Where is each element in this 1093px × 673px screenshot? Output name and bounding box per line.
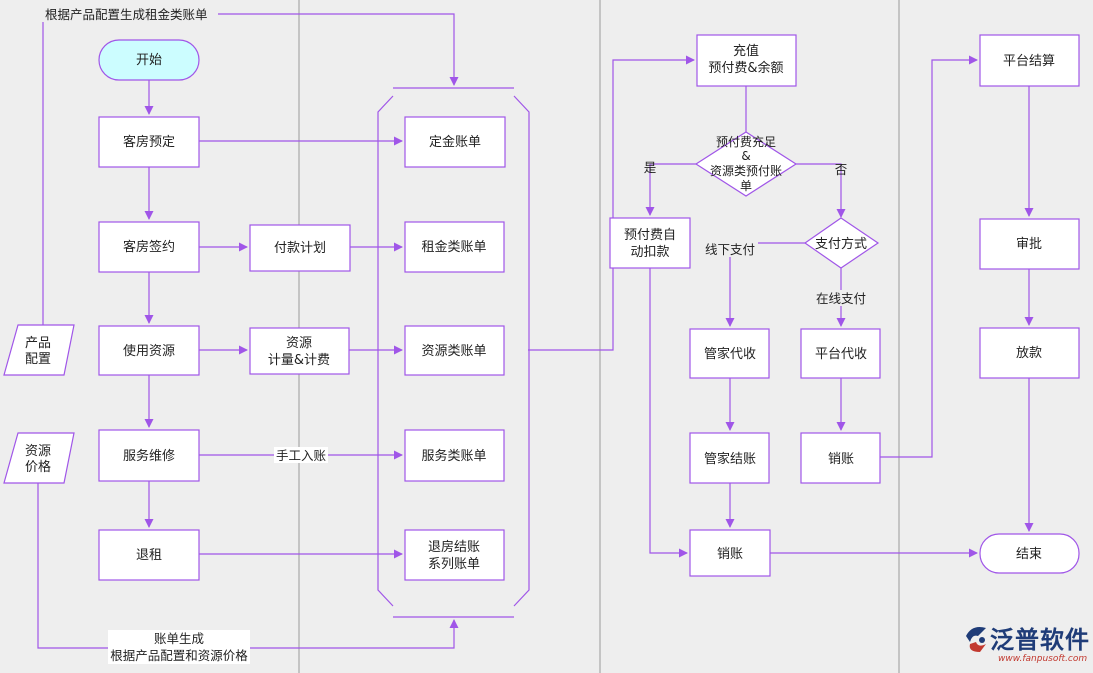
edge-yes xyxy=(645,163,696,216)
payment-plan-label: 付款计划 xyxy=(274,241,326,256)
label-bottom-line2: 根据产品配置和资源价格 xyxy=(110,648,248,663)
release-label: 放款 xyxy=(1016,346,1042,361)
recharge-label-2: 预付费&余额 xyxy=(708,60,783,76)
resource-price-label-2: 价格 xyxy=(25,459,51,475)
start-node xyxy=(98,39,200,81)
rent-bill-node xyxy=(404,221,505,273)
bill-container xyxy=(377,87,530,618)
edge-writeoff-platform-settle xyxy=(880,55,978,458)
recharge-node xyxy=(696,34,797,87)
edge-product-config-top xyxy=(42,13,459,325)
prepay-decision-label-3: 资源类预付账 xyxy=(710,164,782,178)
platform-settle-node xyxy=(979,34,1080,87)
product-config-label-2: 配置 xyxy=(25,352,51,367)
prepay-decision-label-1: 预付费充足 xyxy=(716,134,776,149)
payment-method-node xyxy=(803,217,880,269)
prepay-decision-node xyxy=(694,131,798,197)
label-top-rent: 根据产品配置生成租金类账单 xyxy=(45,7,208,22)
logo: 泛普软件 www.fanpusoft.com xyxy=(966,626,1090,664)
deposit-bill-node xyxy=(404,116,506,168)
edge-labels: 根据产品配置生成租金类账单 手工入账 账单生成 根据产品配置和资源价格 是 否 … xyxy=(42,5,869,664)
rent-bill-label: 租金类账单 xyxy=(421,239,486,255)
logo-name: 泛普软件 xyxy=(990,626,1090,654)
platform-settle-label: 平台结算 xyxy=(1003,54,1055,69)
payment-method-label: 支付方式 xyxy=(815,236,867,252)
service-repair-node xyxy=(98,429,200,482)
auto-deduct-label-2: 动扣款 xyxy=(630,245,669,260)
edge-bills-recharge xyxy=(528,55,695,351)
prepay-decision-label-4: 单 xyxy=(740,179,752,193)
label-online: 在线支付 xyxy=(816,291,866,306)
checkout-label: 退租 xyxy=(136,548,162,563)
resource-price-label-1: 资源 xyxy=(25,444,51,459)
steward-settle-label: 管家结账 xyxy=(704,451,756,467)
steward-settle-node xyxy=(689,432,770,484)
checkout-node xyxy=(98,529,200,581)
writeoff-platform-node xyxy=(800,432,881,484)
writeoff-main-label: 销账 xyxy=(717,547,743,562)
platform-collect-label: 平台代收 xyxy=(815,347,867,362)
product-config-label-1: 产品 xyxy=(25,336,51,351)
checkout-bill-label-2: 系列账单 xyxy=(428,557,480,572)
payment-plan-node xyxy=(249,224,351,272)
node-labels: 开始 客房预定 客房签约 使用资源 服务维修 退租 付款计划 资源 计量&计费 … xyxy=(25,43,1055,572)
approve-label: 审批 xyxy=(1016,237,1042,252)
checkout-bill-label-1: 退房结账 xyxy=(428,539,480,555)
checkout-bill-node xyxy=(404,529,505,581)
writeoff-main-node xyxy=(689,529,771,577)
end-node xyxy=(979,533,1080,574)
release-node xyxy=(979,327,1080,379)
use-resource-node xyxy=(98,325,200,376)
prepay-decision-label-2: & xyxy=(741,149,750,163)
signing-label: 客房签约 xyxy=(123,239,175,255)
service-bill-label: 服务类账单 xyxy=(421,448,486,464)
label-yes: 是 xyxy=(644,160,657,175)
resource-bill-label: 资源类账单 xyxy=(421,344,486,359)
resource-price-node xyxy=(3,432,75,484)
steward-collect-node xyxy=(689,328,770,379)
steward-collect-label: 管家代收 xyxy=(704,346,756,362)
resource-calc-label-1: 资源 xyxy=(286,336,312,351)
resource-bill-node xyxy=(404,325,505,376)
logo-url: www.fanpusoft.com xyxy=(998,654,1087,664)
auto-deduct-label-1: 预付费自 xyxy=(624,228,676,243)
service-bill-node xyxy=(404,429,505,482)
end-label: 结束 xyxy=(1016,547,1042,562)
service-repair-label: 服务维修 xyxy=(123,448,175,464)
approve-node xyxy=(979,218,1080,270)
deposit-bill-label: 定金账单 xyxy=(429,134,481,150)
label-offline: 线下支付 xyxy=(705,242,755,257)
booking-label: 客房预定 xyxy=(123,134,175,150)
resource-calc-label-2: 计量&计费 xyxy=(268,353,330,368)
start-label: 开始 xyxy=(136,53,162,68)
edge-no xyxy=(796,163,846,218)
edge-auto-writeoff xyxy=(649,268,688,558)
logo-mark xyxy=(966,627,986,652)
product-config-node xyxy=(3,324,75,376)
recharge-label-1: 充值 xyxy=(733,43,759,59)
writeoff-platform-label: 销账 xyxy=(828,452,854,467)
resource-calc-node xyxy=(249,327,350,375)
label-manual: 手工入账 xyxy=(276,448,327,463)
signing-node xyxy=(98,221,200,273)
label-no: 否 xyxy=(835,162,848,177)
platform-collect-node xyxy=(800,328,881,379)
use-resource-label: 使用资源 xyxy=(123,343,175,359)
booking-node xyxy=(98,116,200,168)
label-bottom-line1: 账单生成 xyxy=(154,631,204,646)
auto-deduct-node xyxy=(609,217,691,269)
nodes xyxy=(3,34,1080,581)
